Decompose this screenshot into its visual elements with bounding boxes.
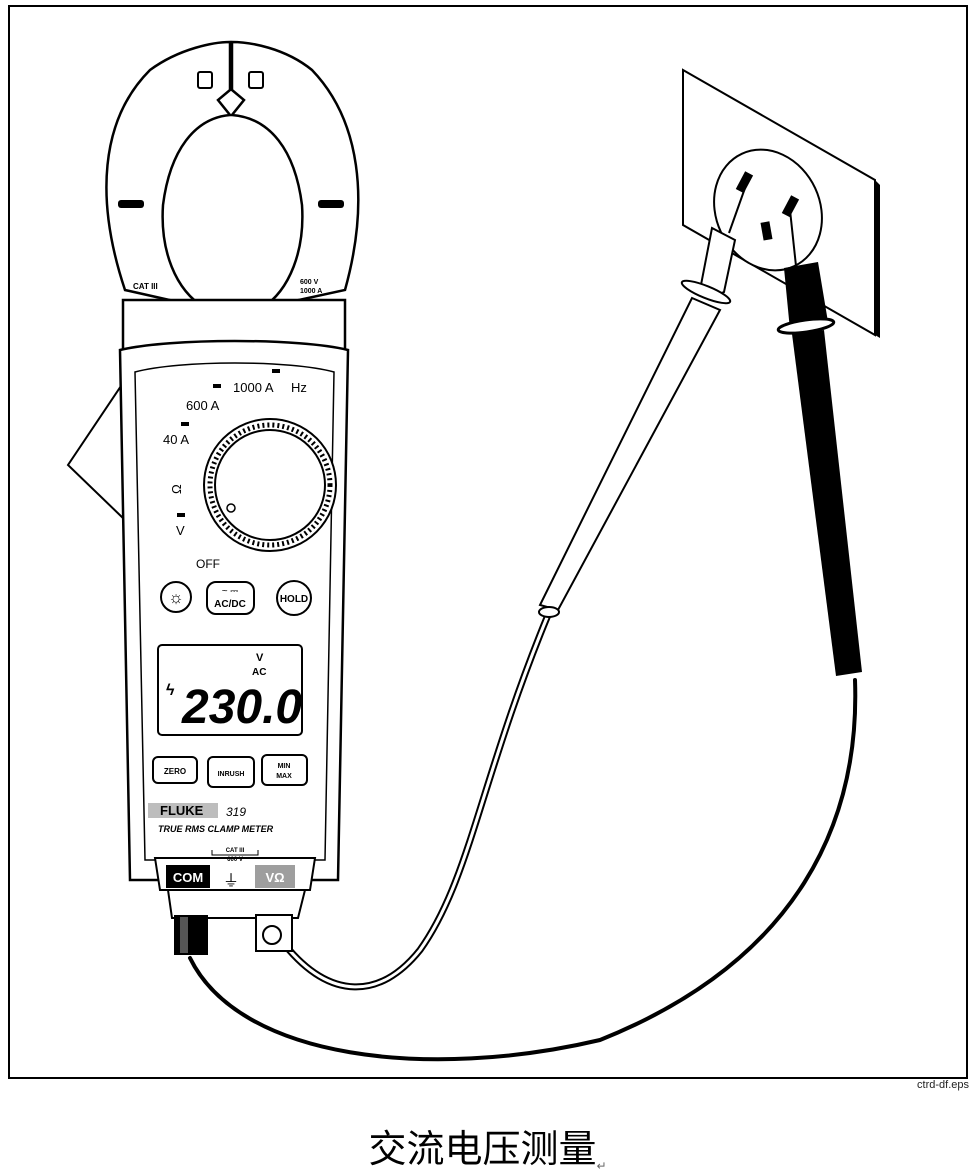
range-off-label: OFF (196, 557, 220, 571)
wall-plate-edge (875, 180, 880, 338)
hold-button-label: HOLD (280, 594, 308, 605)
caption-return-mark: ↵ (596, 1159, 607, 1173)
minmax-button-label-max: MAX (276, 773, 292, 780)
socket-slot-left (735, 171, 754, 194)
vohm-jack-label-bg (255, 865, 295, 888)
inrush-button-label: INRUSH (218, 771, 245, 778)
dial-pointer-dot (226, 503, 236, 513)
jack-cat-label: CAT III (226, 848, 245, 854)
range-1000a-label: 1000 A (233, 380, 274, 395)
com-jack-label-bg (166, 865, 210, 888)
clamp-jaw-right (229, 40, 360, 310)
figure-caption: 交流电压测量↵ (0, 1118, 975, 1173)
com-plug-highlight (180, 917, 188, 953)
range-40a-label: 40 A (163, 432, 189, 447)
range-40a-bar (181, 422, 189, 426)
black-test-probe (776, 209, 862, 676)
clamp-cat-label: CAT III (133, 282, 158, 291)
range-hz-label: Hz (291, 380, 307, 395)
jaw-mark-right (318, 200, 344, 208)
jack-volts-label: 600 V (227, 857, 243, 863)
meter-face (134, 362, 335, 861)
hold-button[interactable] (276, 580, 312, 616)
backlight-button[interactable] (160, 581, 192, 613)
black-probe-guard (776, 317, 836, 335)
clamp-rating-amps: 1000 A (300, 288, 322, 295)
lcd-reading: 230.0 (181, 681, 302, 734)
acdc-button-label: AC/DC (214, 599, 246, 610)
minmax-button-label-min: MIN (278, 763, 291, 770)
meter-subtitle: TRUE RMS CLAMP METER (158, 824, 274, 834)
black-lead-cable (188, 678, 858, 1062)
jaw-hazard-icon-right (248, 71, 264, 89)
brand-plate (148, 803, 218, 818)
caption-text: 交流电压测量 (368, 1127, 597, 1171)
brand-name: FLUKE (160, 803, 204, 818)
red-lead-cable (283, 613, 550, 989)
clamp-jaw-left (105, 40, 233, 310)
inrush-button[interactable] (207, 756, 255, 788)
com-plug (174, 915, 208, 955)
acdc-button[interactable] (206, 581, 255, 615)
socket-slot-earth (760, 221, 773, 241)
range-600a-label: 600 A (186, 398, 220, 413)
clamp-rating-volts: 600 V (300, 279, 319, 286)
red-test-probe (538, 187, 746, 618)
range-600a-bar (213, 384, 221, 388)
jaw-mark-left (118, 200, 144, 208)
range-volt-bar (177, 513, 185, 517)
red-probe-tip (728, 187, 746, 234)
lcd-hazard-icon: ϟ (166, 682, 175, 699)
minmax-button[interactable] (261, 754, 308, 786)
range-1000a-bar (272, 369, 280, 373)
ground-symbol: ⏚ (223, 872, 239, 890)
clamp-meter: CAT III 600 V 1000 A 1000 A Hz 600 A 40 … (66, 40, 360, 955)
meter-base (166, 889, 307, 919)
black-probe-head (784, 262, 828, 330)
lcd-display (157, 644, 303, 736)
vohm-plug-socket (262, 925, 282, 945)
zero-button[interactable] (152, 756, 198, 784)
wall-socket (682, 68, 880, 338)
lcd-unit-volt: V (256, 652, 264, 664)
backlight-icon: ☼ (168, 588, 184, 607)
range-ohm-label: Ω (169, 484, 184, 494)
file-label: ctrd-df.eps (917, 1079, 969, 1091)
jaw-hazard-icon-left (197, 71, 213, 89)
range-volt-label: V (176, 523, 185, 538)
lcd-unit-ac: AC (252, 667, 266, 678)
red-probe-guard (680, 279, 732, 305)
model-number: 319 (226, 805, 246, 819)
ac-voltage-measurement-diagram: CAT III 600 V 1000 A 1000 A Hz 600 A 40 … (8, 5, 968, 1079)
rotary-dial[interactable] (214, 429, 326, 541)
black-probe-handle (792, 330, 862, 676)
com-jack-label: COM (173, 870, 203, 885)
rotary-dial-knurl (207, 422, 333, 548)
acdc-symbol: ~ ⎓ (222, 586, 239, 597)
jack-rating-bracket (211, 850, 259, 856)
vohm-jack-label: VΩ (265, 870, 284, 885)
zero-button-label: ZERO (164, 767, 186, 776)
socket-slot-right (781, 195, 800, 218)
red-probe-end (538, 606, 560, 618)
black-probe-tip (789, 209, 797, 267)
